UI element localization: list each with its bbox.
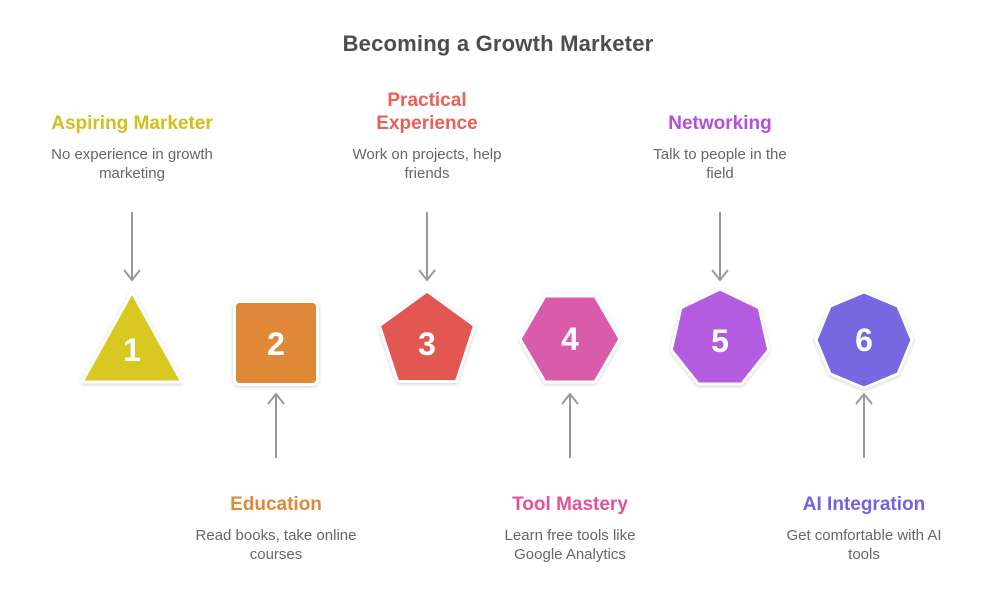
shape-pentagon: 3 xyxy=(377,289,477,383)
step-number: 2 xyxy=(267,326,285,362)
step-description: Read books, take online courses xyxy=(195,527,357,564)
step-label-ai-integration: AI Integration Get comfortable with AI t… xyxy=(744,494,984,565)
step-description: Talk to people in the field xyxy=(653,145,787,182)
step-number: 6 xyxy=(855,322,873,358)
arrow-up-icon xyxy=(561,392,579,458)
arrow-down-icon xyxy=(123,212,141,282)
step-description: Work on projects, help friends xyxy=(352,145,502,182)
step-heading: Tool Mastery xyxy=(512,494,628,515)
shape-hexagon: 4 xyxy=(518,294,622,384)
shape-octagon: 6 xyxy=(814,290,914,390)
page-title: Becoming a Growth Marketer xyxy=(342,31,654,56)
shape-heptagon: 5 xyxy=(670,287,770,386)
arrow-down-icon xyxy=(418,212,436,282)
step-number: 4 xyxy=(561,321,579,357)
step-description: No experience in growth marketing xyxy=(51,145,213,182)
step-number: 5 xyxy=(711,323,729,359)
step-number: 1 xyxy=(123,332,141,368)
arrow-up-icon xyxy=(267,392,285,458)
step-heading: AI Integration xyxy=(802,494,926,515)
arrow-up-icon xyxy=(855,392,873,458)
step-label-aspiring-marketer: Aspiring Marketer No experience in growt… xyxy=(12,85,252,183)
shape-triangle: 1 xyxy=(80,290,184,384)
arrow-down-icon xyxy=(711,212,729,282)
step-number: 3 xyxy=(418,326,436,362)
step-label-networking: Networking Talk to people in the field xyxy=(600,85,840,183)
step-heading: Networking xyxy=(668,112,772,134)
step-label-practical-experience: Practical Experience Work on projects, h… xyxy=(307,85,547,183)
step-heading: Aspiring Marketer xyxy=(51,112,213,134)
step-description: Learn free tools like Google Analytics xyxy=(504,527,636,564)
step-label-tool-mastery: Tool Mastery Learn free tools like Googl… xyxy=(450,494,690,565)
step-description: Get comfortable with AI tools xyxy=(786,527,942,564)
step-heading: Practical Experience xyxy=(376,90,478,134)
shape-square: 2 xyxy=(233,300,319,386)
step-label-education: Education Read books, take online course… xyxy=(156,494,396,565)
step-heading: Education xyxy=(230,494,322,515)
